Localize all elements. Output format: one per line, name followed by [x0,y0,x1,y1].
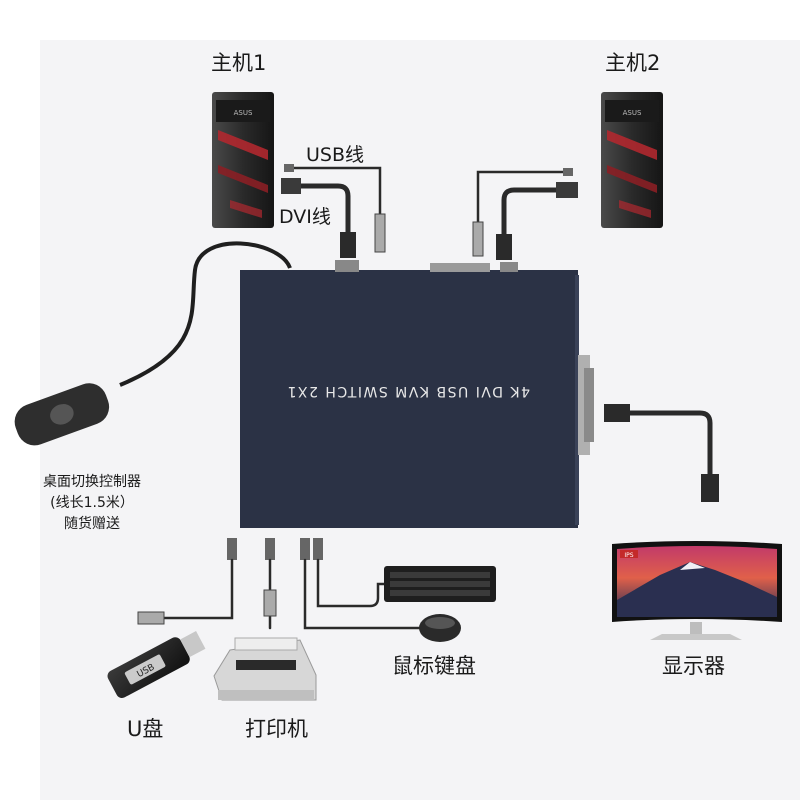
usb-drive-label: U盘 [127,717,164,741]
controller-note: 桌面切换控制器 (线长1.5米） 随货赠送 [12,472,172,535]
kvm-switch-box: 4K DVI USB KVM SWITCH 2X1 [240,260,594,528]
monitor-badge: IPS [624,552,633,559]
pc-brand-label: ASUS [623,109,642,117]
pc-brand-label: ASUS [234,109,253,117]
printer-image [213,637,317,701]
desktop-controller [14,241,292,446]
monitor-label: 显示器 [662,654,725,678]
dvi-cable-label: DVI线 [279,206,331,228]
host2-label: 主机2 [605,51,661,75]
host1-label: 主机1 [211,51,267,75]
controller-note-line2: (线长1.5米） [50,495,134,511]
mouse-image [419,614,461,642]
monitor-image: IPS [612,541,782,640]
controller-note-line3: 随货赠送 [64,516,120,532]
mouse-keyboard-label: 鼠标键盘 [392,654,476,678]
keyboard-image [384,566,496,602]
bottom-usb-cables [137,538,422,630]
switch-model-text: 4K DVI USB KVM SWITCH 2X1 [286,383,530,399]
usb-drive-image: USB [107,631,206,698]
usb-cable-label: USB线 [306,144,365,166]
pc-tower-2: ASUS [601,92,663,228]
controller-note-line1: 桌面切换控制器 [43,474,141,490]
pc-tower-1: ASUS [212,92,274,228]
pc1-cables [281,164,386,258]
monitor-cable [604,404,719,502]
printer-label: 打印机 [245,717,308,741]
pc2-cables [472,168,578,260]
